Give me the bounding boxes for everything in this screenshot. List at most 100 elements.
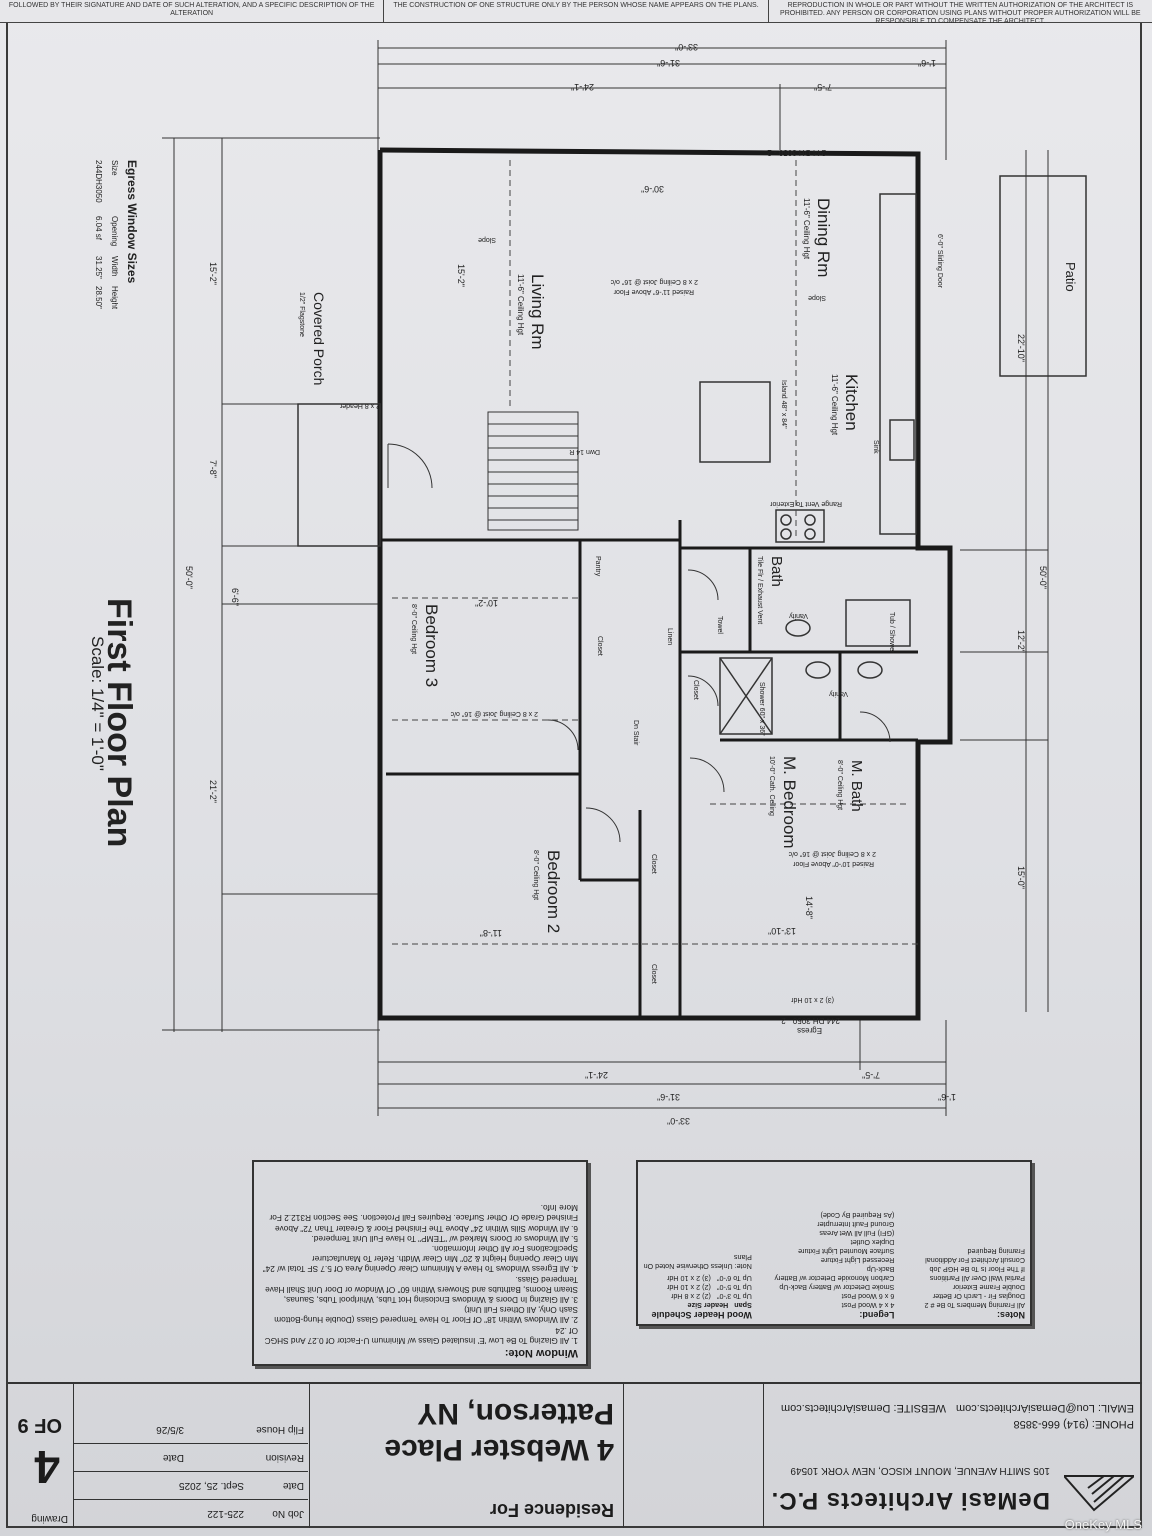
notes-legend-box: Notes: All Framing Members To Be # 2 Dou… [636,1160,1032,1326]
room-dining: Dining Rm [814,198,833,277]
closet-1: Closet [596,636,603,656]
legend-title: Legend: [859,1310,895,1320]
closet-2: Closet [650,854,657,874]
header-schedule-title: Wood Header Schedule [651,1310,752,1320]
legend-2: 6 x 6 Wood Post [841,1292,895,1301]
shower-label: Shower 60" x 36" [758,682,765,736]
plan-scale: Scale: 1/4" = 1'-0" [88,636,107,771]
egress-h2: Opening [110,216,119,246]
window-bottom: 244 DH 3050 - 2 [781,1016,840,1025]
address-line-1: 4 Webster Place [384,1433,614,1466]
firm-name: DeMasi Architects P.C. [770,1487,1050,1514]
room-bed3: Bedroom 3 [422,604,441,687]
dim-left-b: 7'-8" [208,460,218,478]
room-dining-note: 11'-6" Ceiling Hgt [802,198,811,260]
dim-overall-top: 33'-0" [675,42,698,52]
dim-top-4: 1'-6" [918,58,936,68]
firm-phone: PHONE: (914) 666-3858 [1013,1418,1134,1430]
header-row-3-span: Up To 6'-0" [716,1274,752,1283]
job-info-cell: Job No 225-122 Date Sept. 25, 2025 Revis… [74,1384,310,1528]
title-block: Drawing 4 OF 9 Job No 225-122 Date Sept.… [8,1382,1142,1528]
dim-left-d: 21'-2" [208,780,218,803]
drawing-number: 4 [34,1441,60,1493]
header-row-2-size: (2) 2 x 10 Hdr [666,1283,711,1292]
joist-living: 2 x 8 Ceiling Joist @ 16" o/c [610,278,698,285]
legend-7: Duplex Outlet [850,1238,895,1247]
note-line-2: Douglas Fir - Larch Or Better [932,1292,1025,1301]
island-label: Island 48" x 84" [780,380,787,429]
legend-5: Recessed Light Fixture [820,1256,895,1265]
pantry-label: Pantry [594,556,601,577]
firm-info-cell: DeMasi Architects P.C. 105 SMITH AVENUE,… [764,1384,1142,1528]
dim-bed3-w: 10'-2" [475,598,498,608]
note-line-7: Framing Required [967,1247,1025,1256]
window-note-2: 2. All Windows Within 18" Of Floor To Ha… [274,1305,578,1326]
egress-table: Egress Window Sizes Size Opening Width H… [94,160,139,310]
dim-right-c: 15'-0" [1016,866,1026,889]
joist-mbed-2: Raised 10'-0" Above Floor [792,860,874,867]
egress-c3: 31.25" [94,256,103,279]
linen-label: Linen [666,628,673,645]
towel-label: Towel [716,616,723,634]
egress-c1: 244DH3050 [94,160,103,203]
header-row-2-span: Up To 5'-0" [716,1283,752,1292]
firm-email: EMAIL: Lou@DemasiArchitects.com [955,1402,1134,1414]
vanity-2: Vanity [829,690,848,697]
job-label: Job No [272,1508,304,1520]
window-note-1: 1. All Glazing To Be Low 'E' Insulated G… [264,1325,578,1346]
address-line-2: Patterson, NY [417,1397,614,1430]
header-row-1-span: Up To 3'-0" [716,1292,752,1301]
header-col-size: Header Size [687,1301,729,1310]
dim-left-a: 15'-2" [208,262,218,285]
flip-date: 3/5/26 [156,1424,184,1436]
date-label: Date [282,1480,304,1492]
dim-top-3: 7'-5" [814,82,832,92]
flip-label: Flip House [256,1424,304,1436]
dn-stair-label: Dn Stair [632,720,639,746]
firm-website: WEBSITE: DemasiArchitects.com [780,1402,946,1414]
note-line-6: Consult Architect For Additional [925,1256,1025,1265]
legend-4: Carbon Monoxide Detector w/ Battery Back… [774,1265,895,1283]
window-top: 244 DH 3050 - 2 [767,148,826,157]
joist-bed3: 2 x 8 Ceiling Joist @ 16" o/c [450,710,538,717]
joist-living-2: Raised 11'-6" Above Floor [613,288,694,295]
residence-cell: Residence For 4 Webster Place Patterson,… [310,1384,624,1528]
closet-4: Closet [692,680,699,700]
dim-left-total: 50'-0" [184,566,194,589]
sink-label: Sink [872,440,879,454]
closet-3: Closet [650,964,657,984]
top-notes: FOLLOWED BY THEIR SIGNATURE AND DATE OF … [0,0,1152,25]
dim-top-2: 24'-1" [571,82,594,92]
note-line-1: All Framing Members To Be # 2 [924,1301,1025,1310]
egress-h4: Height [110,286,119,310]
room-kitchen-note: 11'-6" Ceiling Hgt [830,374,839,436]
dim-mbed-d: 14'-8" [804,896,814,919]
header2-label: (3) 2 x 10 Hdr [791,996,834,1003]
dim-bottom-2: 24'-1" [585,1070,608,1080]
slope-1: Slope [478,236,496,243]
room-porch-note: 1/2" Flagstone [298,292,305,337]
note-line-4: Partial Wall Over All Partitions [929,1274,1025,1283]
header-col-span: Span [734,1301,752,1310]
egress-h3: Width [110,256,119,276]
range-label: Range Vent To Exterior [769,500,842,507]
plan-title: First Floor Plan [100,598,138,847]
legend-6: Surface Mounted Light Fixture [798,1247,895,1256]
watermark: OneKey MLS [1064,1517,1142,1532]
top-note-2: THE CONSTRUCTION OF ONE STRUCTURE ONLY B… [384,0,769,22]
slope-2: Slope [808,294,826,301]
revision-label: Revision [265,1452,304,1464]
room-living-note: 11'-6" Ceiling Hgt [516,274,525,336]
legend-10: (As Required By Code) [820,1211,895,1220]
firm-cell [624,1384,764,1528]
room-mbed: M. Bedroom [780,756,799,849]
floor-plan: First Floor Plan Scale: 1/4" = 1'-0" Liv… [88,40,1087,1126]
drawing-of: OF 9 [17,1414,62,1436]
date-value: Sept. 25, 2025 [178,1480,244,1492]
room-bath-note: Tile Flr / Exhaust Vent [756,556,763,624]
egress-c2: 6.04 sf [94,216,103,241]
drawing-number-cell: Drawing 4 OF 9 [8,1384,74,1528]
egress-h1: Size [110,160,119,176]
header-label: 2 x 8 Header [339,402,380,409]
